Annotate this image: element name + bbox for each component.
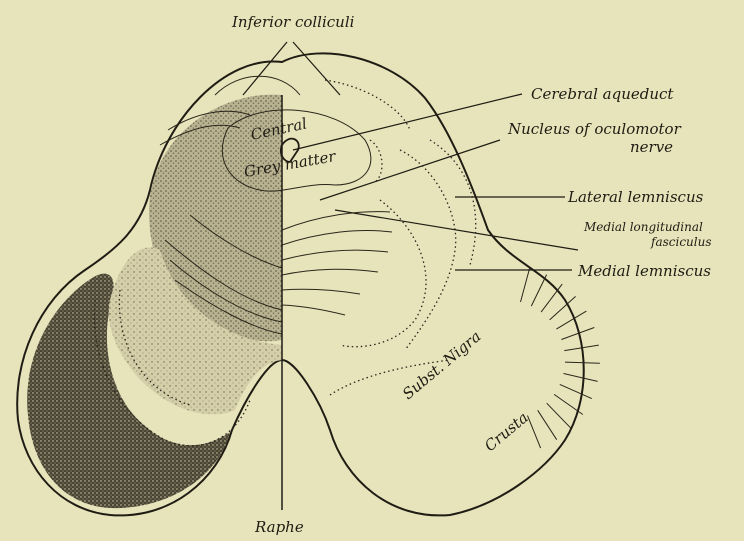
right-colliculus-dotted xyxy=(325,80,410,130)
label-crusta: Crusta xyxy=(481,409,532,456)
label-nucleus-oculomotor-line1: Nucleus of oculomotor xyxy=(507,120,682,138)
crusta-tooth xyxy=(550,296,576,320)
crusta-tooth xyxy=(521,268,530,302)
right-fibres xyxy=(282,212,392,315)
leader-medial-longitudinal xyxy=(335,210,578,250)
leader-inferior-colliculi-left xyxy=(243,42,287,95)
crusta-tooth xyxy=(554,394,583,414)
label-inferior-colliculi: Inferior colliculi xyxy=(231,13,355,31)
right-medial-lemniscus-boundary xyxy=(340,200,426,347)
crusta-tooth xyxy=(541,284,562,312)
crusta-tooth xyxy=(564,374,598,382)
right-dorsal-dotted xyxy=(370,140,382,182)
right-lateral-lemniscus-boundary xyxy=(400,150,456,350)
crusta-fibre-comb xyxy=(521,268,600,448)
label-cerebral-aqueduct: Cerebral aqueduct xyxy=(531,85,674,103)
crusta-tooth xyxy=(560,384,592,398)
label-medial-longitudinal-line1: Medial longitudinal xyxy=(583,220,703,234)
crusta-tooth xyxy=(547,403,571,428)
right-lemniscus-inner-boundary xyxy=(430,140,476,265)
label-lateral-lemniscus: Lateral lemniscus xyxy=(567,188,704,206)
crusta-tooth xyxy=(538,410,557,439)
label-medial-lemniscus: Medial lemniscus xyxy=(577,262,711,280)
crusta-tooth xyxy=(531,275,546,307)
left-colliculus-contour xyxy=(215,76,300,95)
label-nucleus-oculomotor-line2: nerve xyxy=(630,138,673,156)
label-medial-longitudinal-line2: fasciculus xyxy=(650,235,712,249)
leader-cerebral-aqueduct xyxy=(293,94,522,150)
label-subst-nigra: Subst. Nigra xyxy=(399,327,484,403)
crusta-tooth xyxy=(565,362,600,363)
label-raphe: Raphe xyxy=(254,518,304,536)
leader-inferior-colliculi-right xyxy=(293,42,340,95)
